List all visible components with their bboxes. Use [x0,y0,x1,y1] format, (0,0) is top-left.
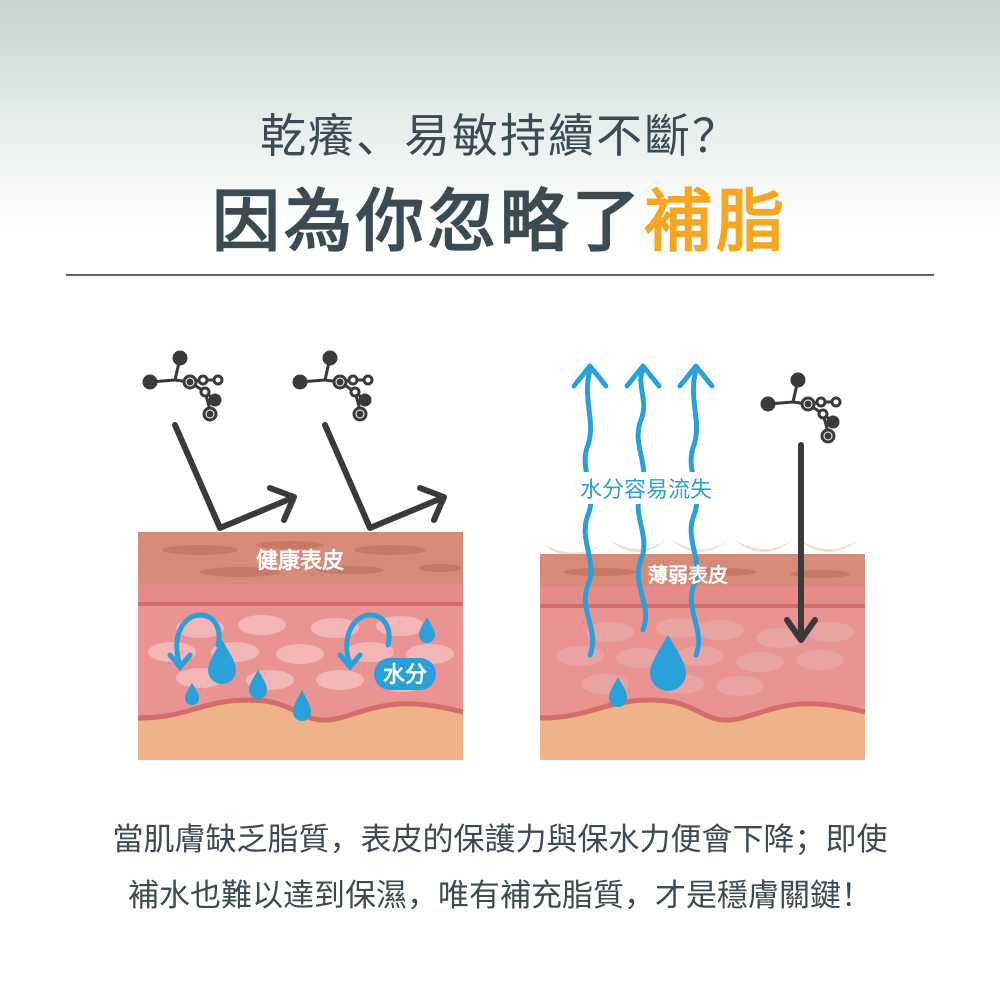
penetrate-arrow-icon [784,442,818,643]
caption-line-1: 當肌膚缺乏脂質，表皮的保護力與保水力便會下降；即使 [112,822,888,858]
lipid-flakes [545,540,858,557]
water-cycle-arrow-icon [167,612,222,671]
headline-accent: 補脂 [644,183,789,262]
bounce-arrow-icon [172,422,297,531]
water-loss-arrow-icon [677,363,715,658]
water-loss-arrow-icon [571,363,609,658]
bounce-arrow-icon [322,422,447,531]
weak-skin-panel: 水分容易流失 薄弱表皮 [539,363,866,760]
lipid-molecule-icon [292,350,374,422]
lipid-molecule-icon [142,350,224,422]
water-cycle-arrow-icon [337,612,392,671]
weak-skin-layers [539,554,866,760]
water-loss-label-bg [556,472,736,504]
caption: 當肌膚缺乏脂質，表皮的保護力與保水力便會下降；即使 補水也難以達到保濕，唯有補充… [0,812,1000,924]
weak-skin-label: 薄弱表皮 [648,563,728,587]
caption-line-2: 補水也難以達到保濕，唯有補充脂質，才是穩膚關鍵！ [128,878,872,914]
headline-prefix: 因為你忽略了 [211,183,644,262]
healthy-skin-label: 健康表皮 [256,548,344,574]
subtitle: 乾癢、易敏持續不斷？ [260,109,740,163]
skin-diagram: 健康表皮 水分 [0,340,1000,780]
headline: 因為你忽略了補脂 [0,166,1000,265]
water-label: 水分 [383,663,427,688]
lipid-molecule-icon [760,372,842,444]
water-label-badge [374,658,436,690]
water-drop-icon [609,635,686,707]
healthy-skin-layers [137,532,464,760]
water-loss-label: 水分容易流失 [580,478,712,503]
water-drop-icon [185,617,435,721]
healthy-skin-panel: 健康表皮 水分 [137,350,464,760]
divider [66,274,934,276]
